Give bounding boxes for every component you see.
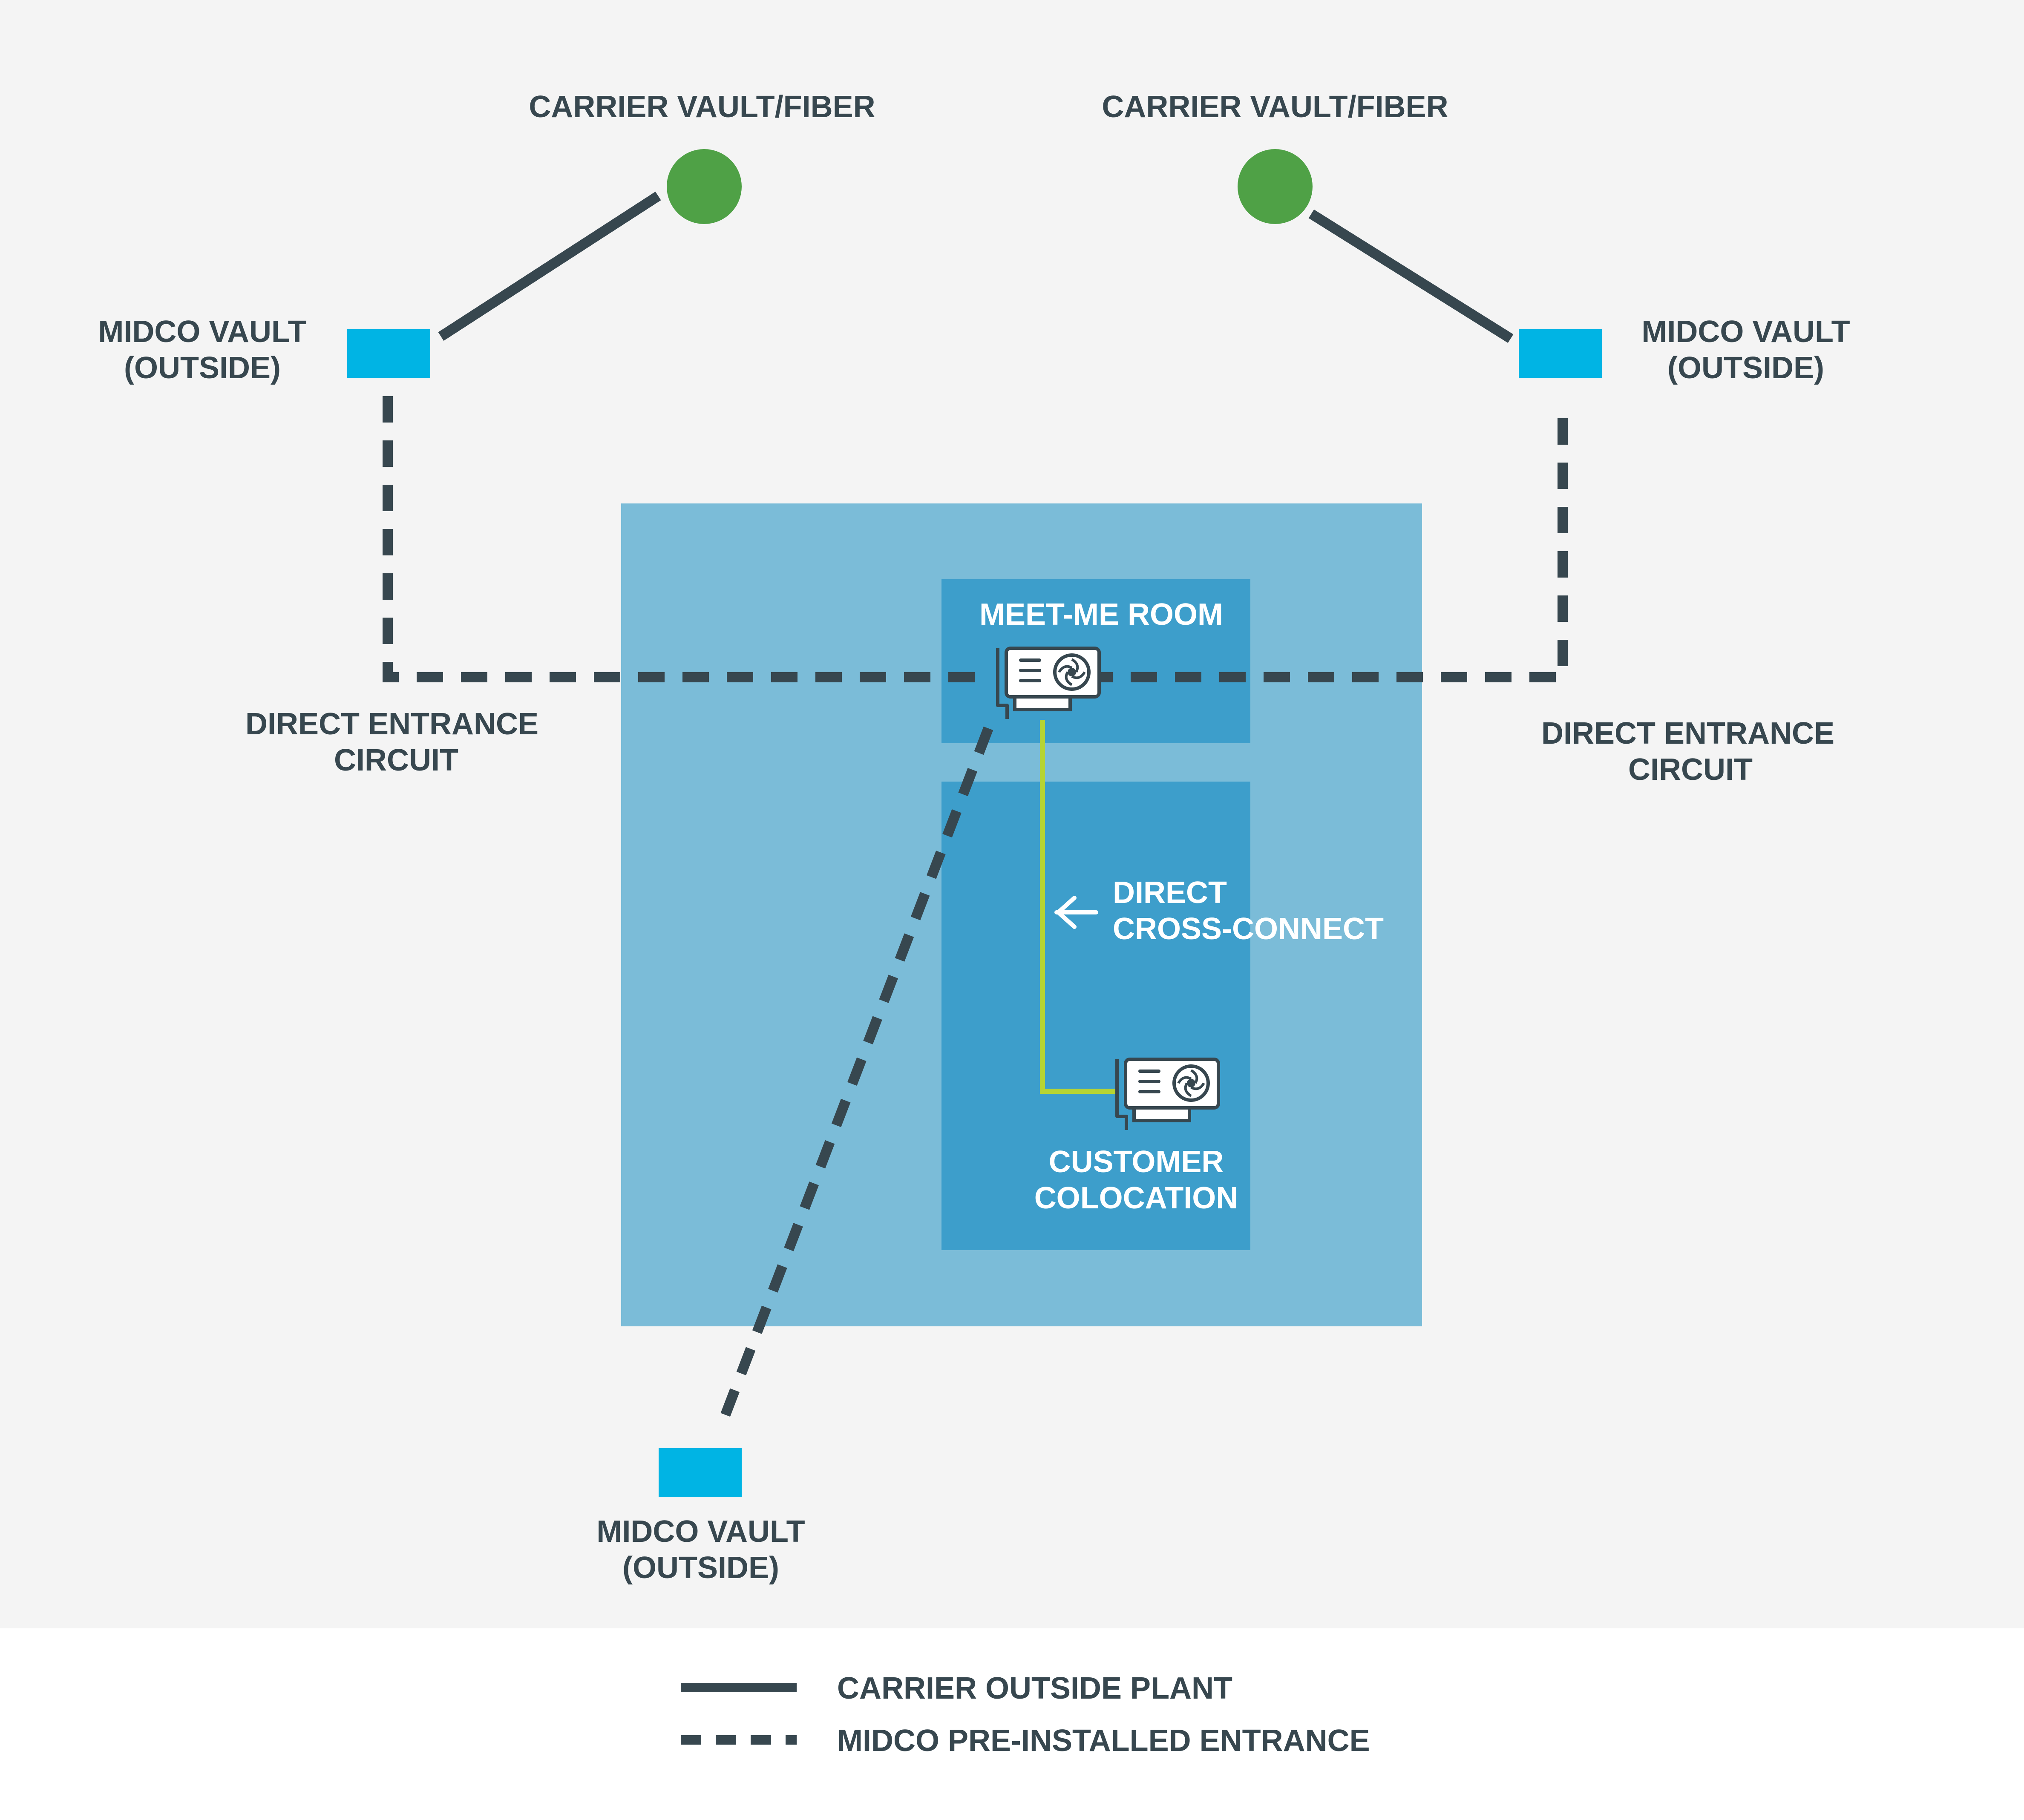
carrier-line-left xyxy=(438,191,661,341)
vault-label: MIDCO VAULT xyxy=(98,315,306,349)
vault-label: MIDCO VAULT xyxy=(1641,315,1850,349)
carrier-vault-node xyxy=(1238,149,1313,224)
entrance-line-bottom xyxy=(715,726,993,1431)
midco-vault xyxy=(659,1448,742,1497)
circuit-label: DIRECT ENTRANCE xyxy=(245,707,538,741)
legend-background xyxy=(0,1628,2024,1820)
vault-label: (OUTSIDE) xyxy=(1667,351,1824,385)
entrance-line-left xyxy=(383,396,980,682)
carrier-vault-node xyxy=(667,149,742,224)
carrier-label: CARRIER VAULT/FIBER xyxy=(1102,90,1448,124)
vault-label: (OUTSIDE) xyxy=(124,351,281,385)
carrier-line-right xyxy=(1308,209,1514,343)
legend-label: CARRIER OUTSIDE PLANT xyxy=(837,1671,1232,1705)
cross-connect-label: CROSS-CONNECT xyxy=(1113,912,1384,946)
circuit-label: CIRCUIT xyxy=(334,743,458,777)
cross-connect-label: DIRECT xyxy=(1113,876,1227,910)
cross-connect-line xyxy=(1040,720,1116,1094)
midco-vault xyxy=(1519,329,1602,378)
circuit-label: DIRECT ENTRANCE xyxy=(1541,716,1834,750)
customer-colocation-room xyxy=(941,782,1250,1250)
carrier-label: CARRIER VAULT/FIBER xyxy=(529,90,875,124)
midco-vault xyxy=(347,329,430,378)
arrow-left-icon xyxy=(1054,896,1098,929)
vault-label: MIDCO VAULT xyxy=(596,1515,805,1549)
entrance-line-right xyxy=(1086,409,1568,682)
circuit-label: CIRCUIT xyxy=(1628,753,1753,787)
colocation-label: CUSTOMER xyxy=(1049,1145,1224,1179)
vault-label: (OUTSIDE) xyxy=(622,1551,779,1585)
colocation-label: COLOCATION xyxy=(1034,1181,1238,1215)
legend-label: MIDCO PRE-INSTALLED ENTRANCE xyxy=(837,1724,1370,1758)
meet-me-room-label: MEET-ME ROOM xyxy=(979,598,1223,632)
